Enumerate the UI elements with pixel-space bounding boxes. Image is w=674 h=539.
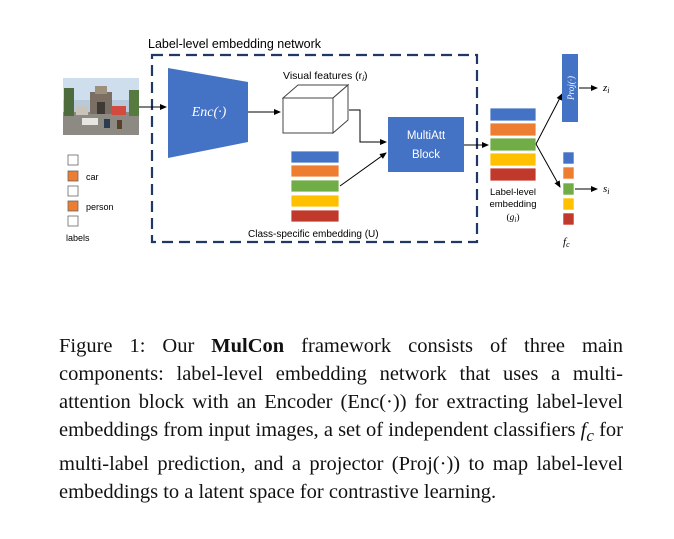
label-level-caption-line1: Label-level — [490, 187, 536, 198]
caption-prefix: Figure 1: Our — [59, 335, 212, 357]
caption-fc-sub: c — [586, 426, 594, 446]
input-image — [63, 78, 139, 135]
projector-label: Proj(·) — [566, 76, 576, 101]
encoder-label: Enc(·) — [191, 105, 227, 120]
label-checkbox-3 — [67, 200, 79, 212]
encoder-block — [168, 68, 248, 158]
class-embedding-label: Class-specific embedding (U) — [248, 229, 379, 240]
label-checkbox-2 — [67, 185, 79, 197]
label-text-person: person — [86, 202, 114, 212]
caption-part1: framework consists of three main compone… — [59, 335, 623, 441]
projector-block — [562, 54, 578, 122]
arrow-embedding-to-classifiers — [535, 143, 561, 188]
z-output-label: zi — [602, 82, 610, 95]
fc-classifier-label: fc — [563, 236, 570, 249]
label-text-car: car — [86, 172, 99, 182]
arrow-class-embedding-to-multiatt — [339, 152, 387, 187]
multiatt-label-line1: MultiAtt — [407, 130, 446, 142]
label-checkbox-0 — [67, 154, 79, 166]
network-title: Label-level embedding network — [148, 37, 322, 51]
label-level-caption-line2: embedding — [489, 199, 536, 210]
label-checkbox-1 — [67, 170, 79, 182]
multiatt-block — [388, 117, 464, 172]
caption-part2: for multi-label prediction, and a projec… — [59, 419, 624, 504]
caption-fc-var: f — [580, 419, 587, 441]
visual-features-cube — [281, 83, 350, 135]
caption-bold-mulcon: MulCon — [211, 335, 285, 357]
multiatt-label-line2: Block — [412, 149, 440, 161]
label-level-caption-line3: (gi) — [506, 212, 519, 224]
visual-features-label: Visual features (ri) — [283, 70, 367, 83]
label-checkbox-list: car person labels — [66, 154, 114, 243]
mulcon-framework-diagram: Label-level embedding network Enc(·) Vis… — [63, 37, 610, 249]
s-output-label: si — [603, 183, 610, 196]
class-specific-embedding-stack — [290, 150, 340, 223]
arrow-embedding-to-proj — [535, 93, 563, 145]
arrow-features-to-multiatt — [349, 109, 387, 145]
network-boundary-box — [150, 53, 479, 244]
label-level-embedding-stack — [489, 107, 537, 182]
caption-paragraph: Figure 1: Our MulCon framework consists … — [59, 332, 623, 506]
classifier-stack — [562, 151, 575, 226]
label-checkbox-4 — [67, 215, 79, 227]
labels-caption: labels — [66, 233, 90, 243]
figure-caption: Figure 1: Our MulCon framework consists … — [59, 332, 623, 506]
